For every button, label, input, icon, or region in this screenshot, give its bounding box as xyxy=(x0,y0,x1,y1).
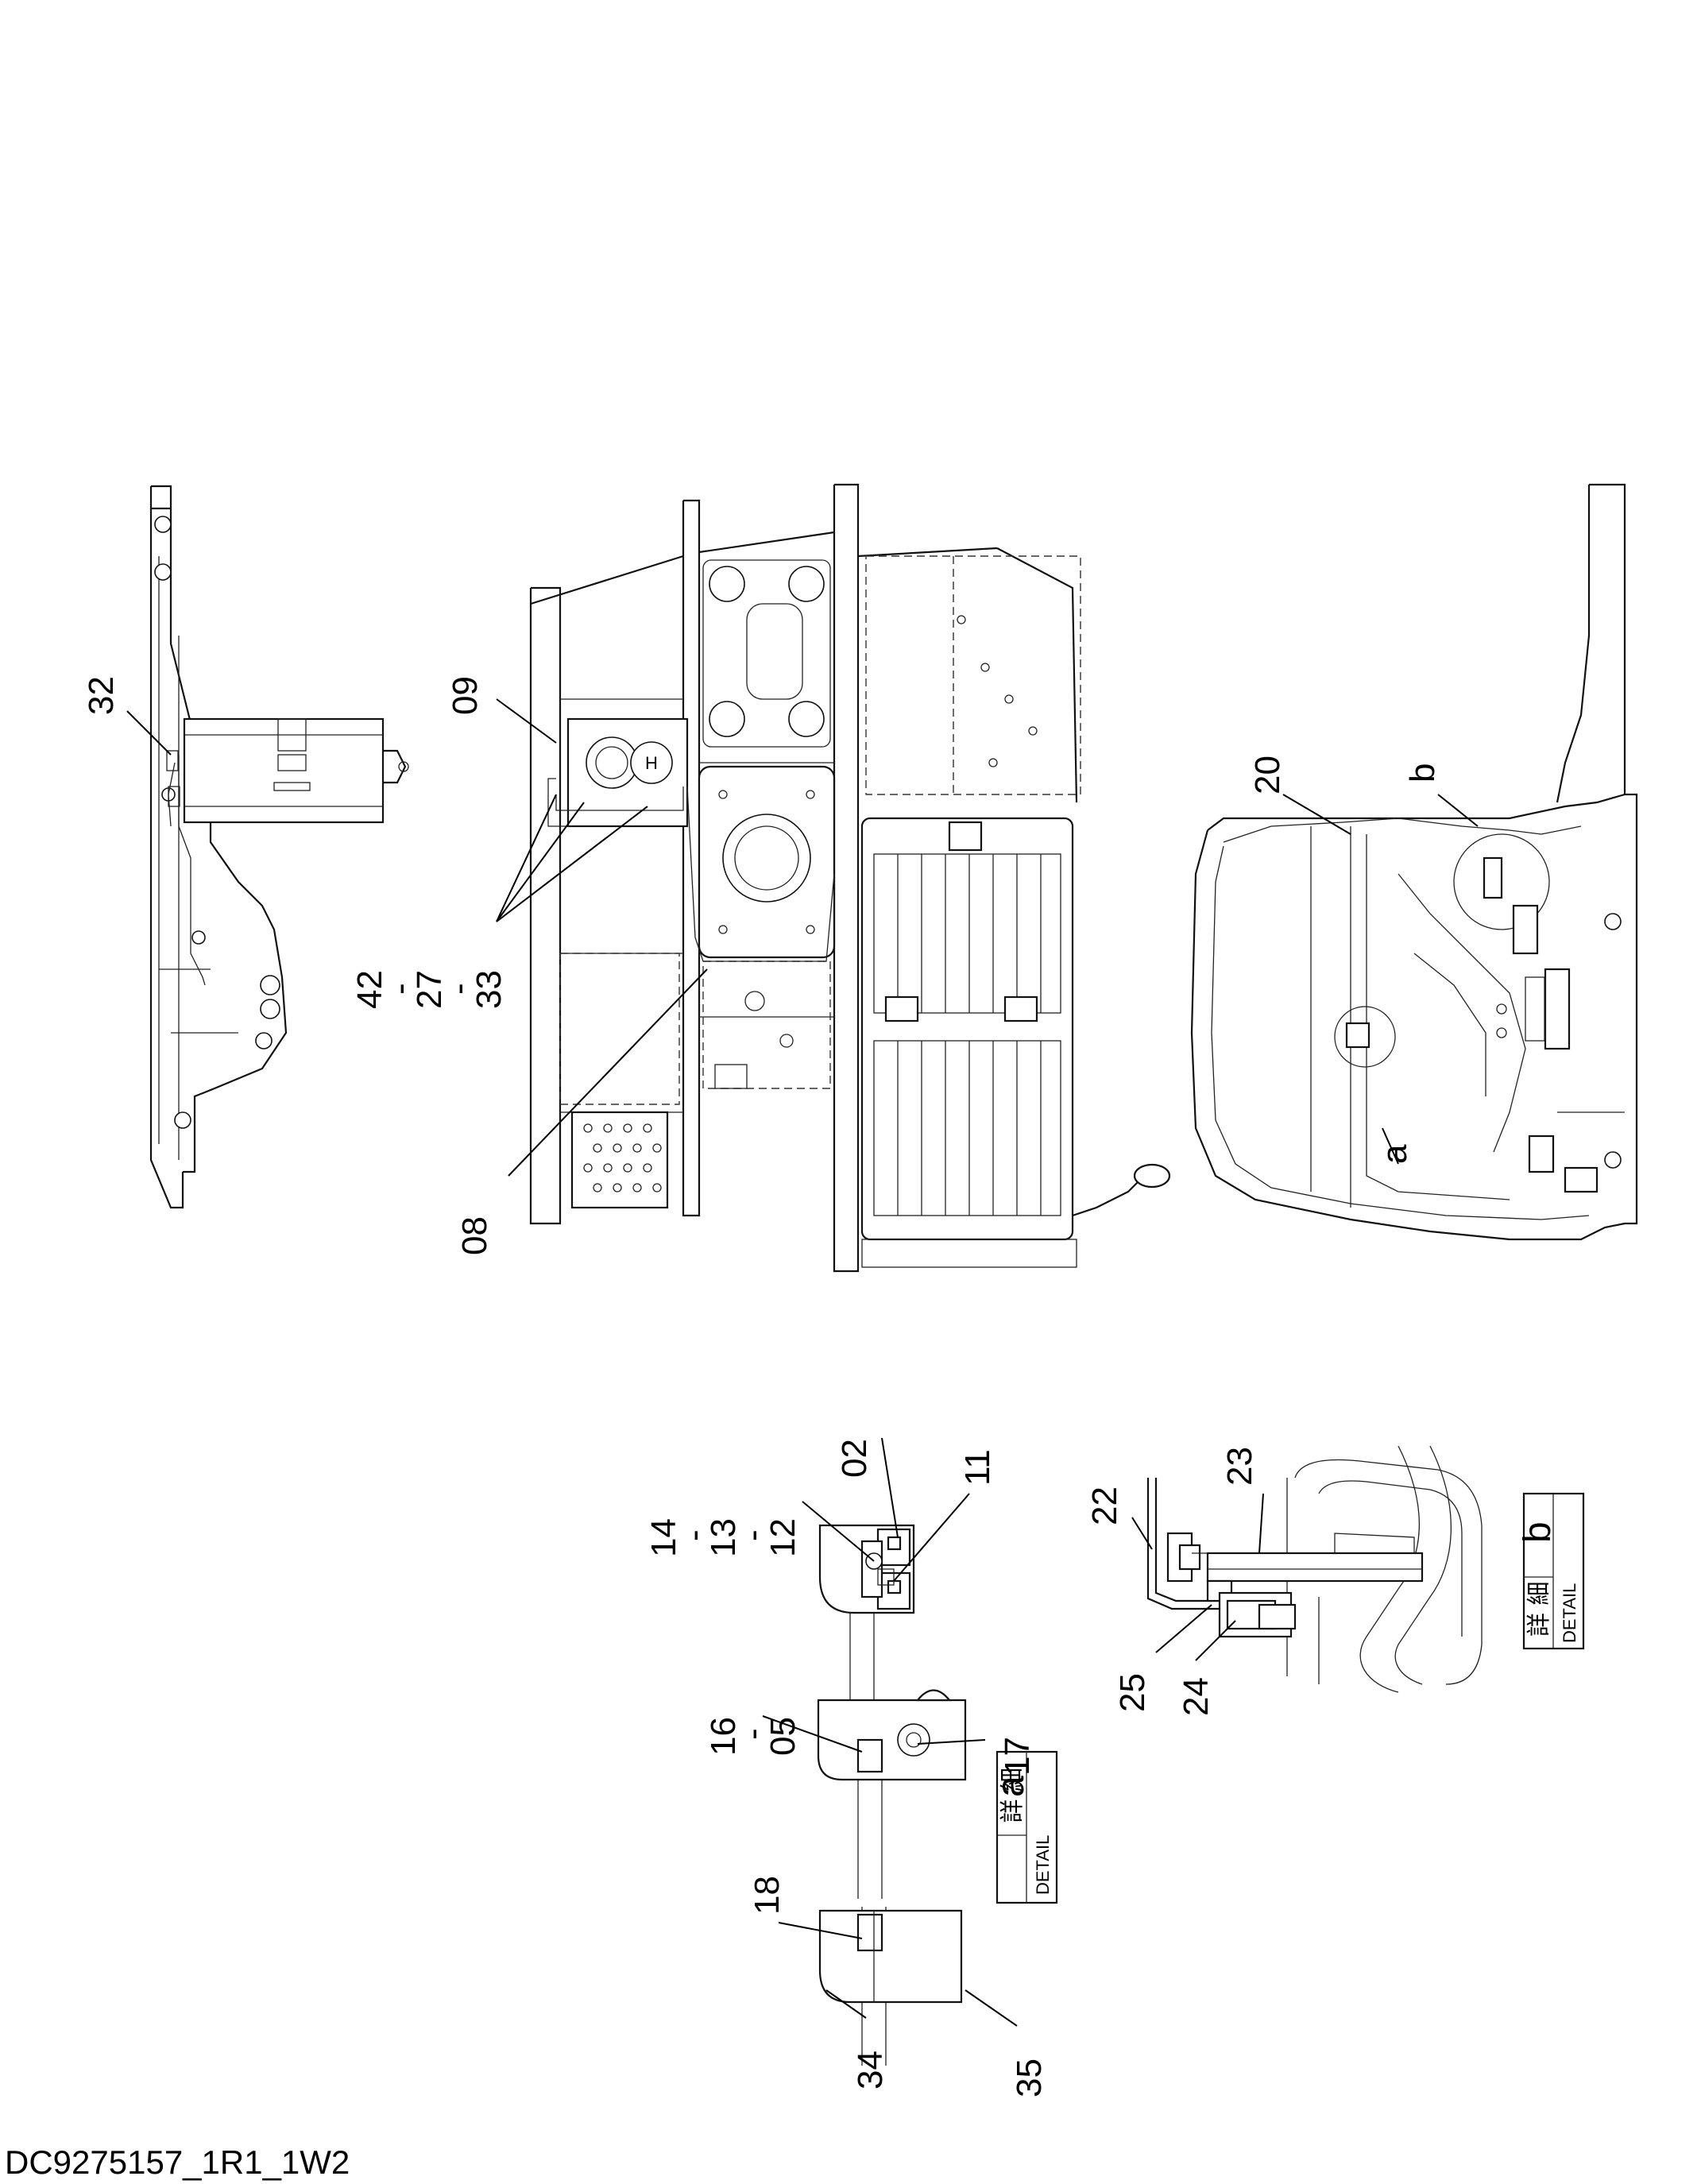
detail-a-views xyxy=(817,1524,967,2066)
callout-25: 25 xyxy=(1113,1673,1152,1712)
detail-b-en: DETAIL xyxy=(1560,1583,1579,1643)
callout-16: 16 xyxy=(704,1717,743,1756)
drawing-number: DC9275157_1R1_1W2 xyxy=(5,2143,350,2181)
callout-22: 22 xyxy=(1085,1486,1124,1525)
callout-dash-4: - xyxy=(733,1529,772,1541)
callout-05: 05 xyxy=(764,1717,802,1756)
callout-11: 11 xyxy=(958,1449,997,1486)
callout-b: b xyxy=(1403,763,1442,783)
callout-18: 18 xyxy=(748,1876,787,1915)
callout-33: 33 xyxy=(470,970,508,1009)
svg-text:H: H xyxy=(645,753,658,773)
callout-35: 35 xyxy=(1010,2058,1049,2097)
detail-a-letter: a xyxy=(990,1776,1032,1797)
detail-b-jp: 詳 細 xyxy=(1525,1581,1553,1637)
callouts: 32 09 42 - 27 - 33 08 20 b a 14 - 13 - 1… xyxy=(82,676,1442,2097)
callout-a: a xyxy=(1375,1144,1414,1164)
detail-a-jp: 詳 細 xyxy=(999,1768,1026,1823)
callout-27: 27 xyxy=(410,970,449,1009)
callout-23: 23 xyxy=(1220,1447,1259,1486)
callout-12: 12 xyxy=(764,1518,802,1557)
detail-b-label: 詳 細 DETAIL b xyxy=(1517,1492,1585,1650)
callout-14: 14 xyxy=(644,1518,683,1557)
callout-24: 24 xyxy=(1177,1677,1216,1716)
detail-b-view xyxy=(1146,1445,1483,1693)
callout-20: 20 xyxy=(1248,756,1287,794)
callout-dash-2: - xyxy=(439,983,478,995)
detail-b-letter: b xyxy=(1517,1521,1559,1543)
left-side-frame-view xyxy=(149,485,409,1209)
callout-08: 08 xyxy=(455,1216,494,1255)
callout-32: 32 xyxy=(82,676,121,715)
callout-17: 17 xyxy=(998,1737,1037,1776)
callout-13: 13 xyxy=(704,1518,743,1557)
right-cab-view xyxy=(1190,483,1638,1241)
callout-02: 02 xyxy=(835,1439,874,1478)
callout-09: 09 xyxy=(446,676,485,715)
detail-a-label: 詳 細 DETAIL a xyxy=(990,1750,1058,1904)
callout-dash-5: - xyxy=(733,1728,772,1740)
callout-dash-1: - xyxy=(381,983,419,995)
detail-a-en: DETAIL xyxy=(1033,1835,1053,1895)
callout-34: 34 xyxy=(851,2051,890,2089)
callout-42: 42 xyxy=(350,970,389,1009)
center-frame-view: H xyxy=(529,483,1171,1273)
leader-lines xyxy=(126,698,1479,2027)
callout-dash-3: - xyxy=(675,1529,713,1541)
